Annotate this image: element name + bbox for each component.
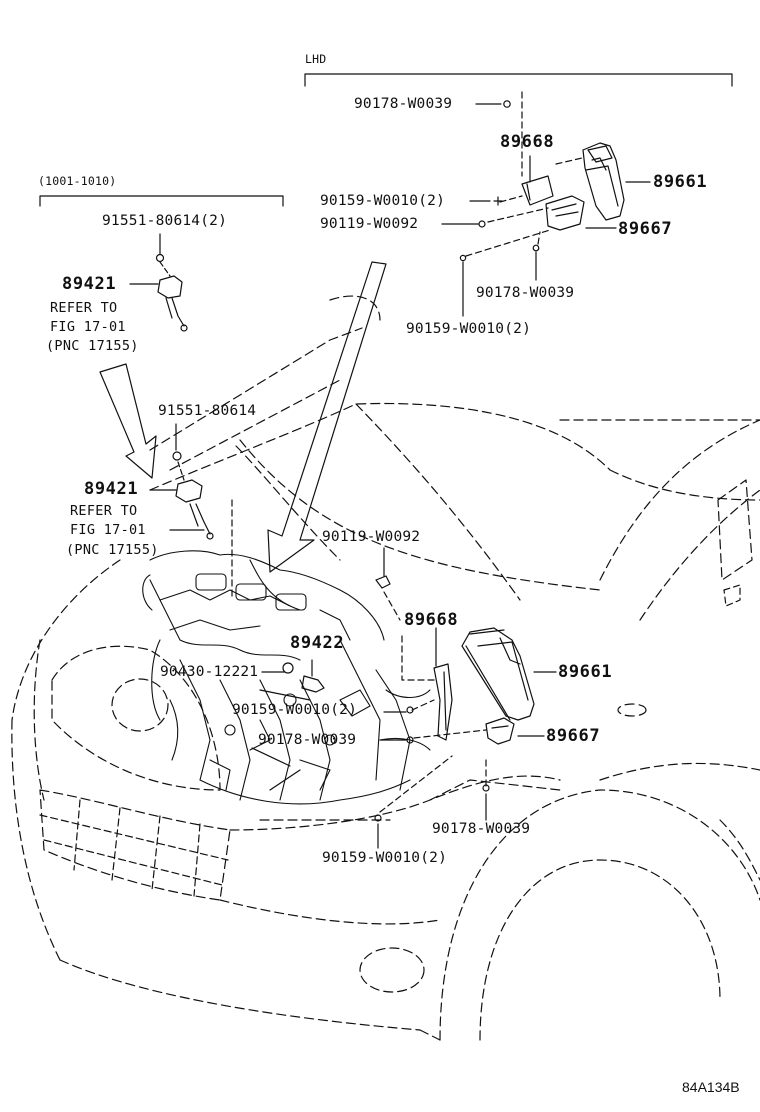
refer-fig-label-b[interactable]: FIG 17-01 — [70, 522, 146, 538]
part-89661-mid[interactable]: 89661 — [558, 662, 613, 682]
part-90178-W0039-top-2[interactable]: 90178-W0039 — [476, 285, 575, 301]
part-90159-W0010-low[interactable]: 90159-W0010(2) — [322, 850, 448, 866]
illustration-id: 84A134B — [682, 1079, 740, 1095]
sensor-assembly-left — [129, 233, 188, 332]
part-90119-W0092-mid[interactable]: 90119-W0092 — [322, 529, 421, 545]
refer-to-label-a: REFER TO — [50, 300, 118, 316]
part-89667-top[interactable]: 89667 — [618, 219, 673, 239]
refer-pnc-label-b: (PNC 17155) — [66, 542, 159, 558]
part-90159-W0010-mid[interactable]: 90159-W0010(2) — [232, 702, 358, 718]
engine-block — [142, 550, 431, 805]
pointer-arrow-left — [99, 363, 157, 479]
part-90178-W0039-top[interactable]: 90178-W0039 — [354, 96, 453, 112]
part-89668-mid[interactable]: 89668 — [404, 610, 459, 630]
date-range-bracket — [39, 195, 284, 207]
part-90178-W0039-low[interactable]: 90178-W0039 — [432, 821, 531, 837]
lhd-label: LHD — [305, 52, 327, 66]
refer-pnc-label-a: (PNC 17155) — [46, 338, 139, 354]
part-91551-80614-qty2[interactable]: 91551-80614(2) — [102, 213, 228, 229]
part-89668-top[interactable]: 89668 — [500, 132, 555, 152]
part-90178-W0039-mid[interactable]: 90178-W0039 — [258, 732, 357, 748]
part-90430-12221[interactable]: 90430-12221 — [160, 664, 259, 680]
part-90159-W0010-top[interactable]: 90159-W0010(2) — [320, 193, 446, 209]
ecu-assembly-mid — [251, 547, 557, 849]
pointer-arrow-center — [267, 261, 387, 573]
vehicle-body — [11, 295, 760, 1041]
part-89421-mid[interactable]: 89421 — [84, 479, 139, 499]
part-90159-W0010-top-2[interactable]: 90159-W0010(2) — [406, 321, 532, 337]
part-89421-top[interactable]: 89421 — [62, 274, 117, 294]
date-range-label: (1001-1010) — [38, 174, 117, 188]
refer-to-label-b: REFER TO — [70, 503, 138, 519]
part-89422[interactable]: 89422 — [290, 633, 345, 653]
lhd-bracket — [304, 73, 733, 87]
part-91551-80614[interactable]: 91551-80614 — [158, 403, 257, 419]
part-89661-top[interactable]: 89661 — [653, 172, 708, 192]
part-90119-W0092-top[interactable]: 90119-W0092 — [320, 216, 419, 232]
refer-fig-label-a[interactable]: FIG 17-01 — [50, 319, 126, 335]
sensor-assembly-mid — [149, 423, 233, 601]
part-89667-mid[interactable]: 89667 — [546, 726, 601, 746]
ecu-assembly-top — [441, 91, 651, 317]
